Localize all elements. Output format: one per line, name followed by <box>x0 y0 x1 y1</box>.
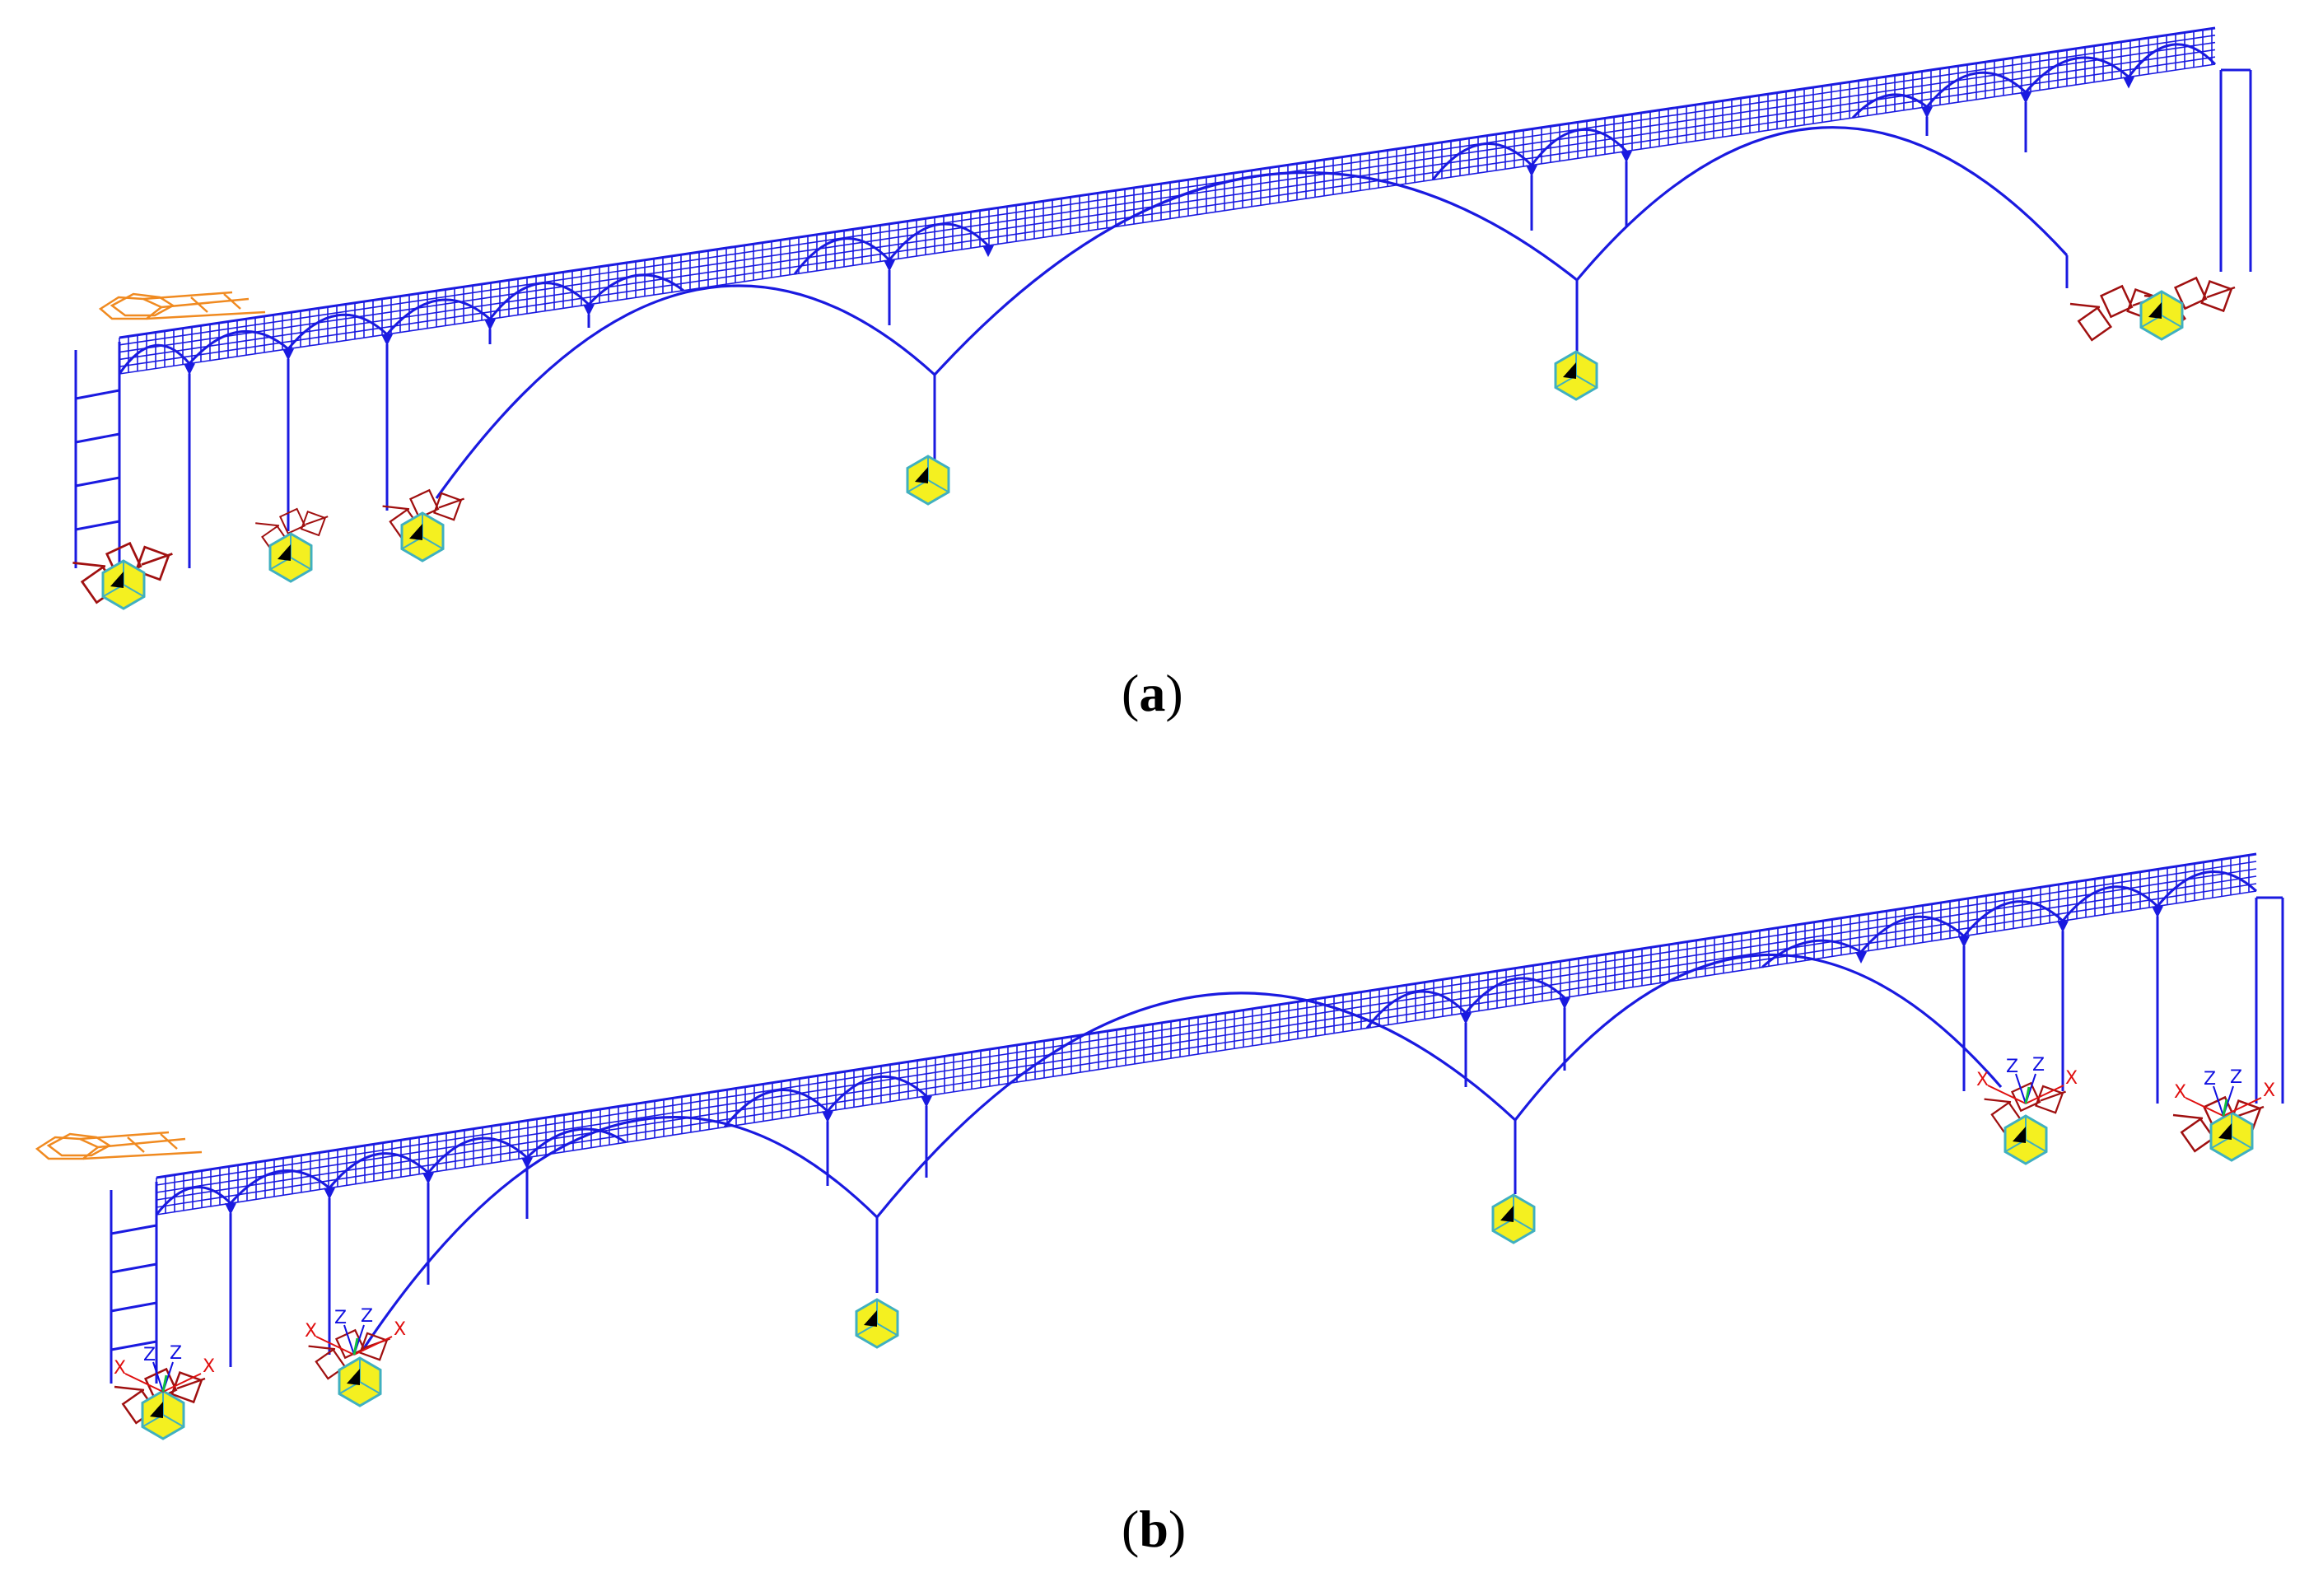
support-node-icon <box>2139 290 2184 341</box>
axis-label-x: X <box>394 1319 406 1340</box>
axis-label-z: Z <box>2006 1057 2018 1077</box>
main-arch <box>1575 126 2069 282</box>
support-node-icon <box>906 455 950 506</box>
support-node-icon <box>400 511 445 562</box>
axis-label-x: X <box>114 1358 126 1379</box>
spandrel-arcs <box>155 870 2258 1216</box>
axis-label-z: Z <box>334 1308 347 1328</box>
axis-label-x: X <box>1976 1070 1989 1090</box>
support-node-icon <box>855 1298 899 1349</box>
axis-label-x: X <box>2065 1068 2078 1089</box>
abutment-frame <box>110 1224 157 1235</box>
support-node-icon <box>2209 1111 2254 1162</box>
abutment-element <box>35 1131 203 1160</box>
spandrel-arcs <box>118 43 2217 376</box>
axis-label-x: X <box>305 1321 317 1342</box>
support-node-icon <box>2003 1114 2048 1165</box>
support-node-icon <box>141 1389 185 1440</box>
model-panel-a <box>72 26 2252 610</box>
main-arch <box>875 992 1517 1219</box>
axis-label-z: Z <box>143 1345 156 1365</box>
axis-label-x: X <box>203 1356 215 1377</box>
axis-label-x: X <box>2174 1082 2186 1103</box>
main-arch <box>933 171 1578 376</box>
deck-mesh <box>156 852 2257 1216</box>
main-arch <box>435 284 936 499</box>
main-arch <box>1514 953 2003 1121</box>
support-node-icon <box>338 1356 382 1407</box>
support-node-icon <box>1554 350 1598 401</box>
abutment-frame <box>110 1262 157 1274</box>
axis-label-z: Z <box>2032 1055 2045 1076</box>
axis-label-z: Z <box>2230 1067 2242 1088</box>
axis-label-z: Z <box>170 1343 182 1364</box>
axis-label-z: Z <box>361 1306 373 1327</box>
abutment-frame <box>110 1301 157 1313</box>
abutment-frame <box>110 1340 157 1351</box>
panel-label-b: (b) <box>1122 1500 1187 1558</box>
panel-label-a: (a) <box>1122 664 1183 722</box>
support-node-icon <box>268 532 313 583</box>
abutment-frame <box>75 476 120 488</box>
abutment-frame <box>75 520 120 531</box>
support-node-icon <box>101 559 146 610</box>
abutment-element <box>99 291 267 320</box>
abutment-frame <box>75 389 120 400</box>
axis-label-z: Z <box>2204 1069 2216 1090</box>
axis-label-x: X <box>2263 1080 2275 1101</box>
main-arch <box>361 1115 879 1351</box>
support-node-icon <box>1491 1193 1536 1244</box>
abutment-frame <box>75 432 120 444</box>
